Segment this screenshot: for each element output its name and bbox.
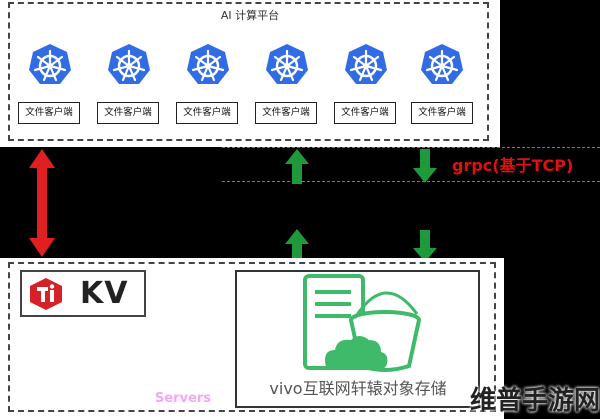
network-boundary-line	[222, 181, 600, 182]
kubernetes-icon	[27, 42, 73, 88]
ai-platform-boundary	[8, 2, 489, 141]
object-storage-illustration	[303, 274, 421, 372]
tikv-logo-icon	[30, 278, 62, 310]
file-client-box: 文件客户端	[334, 102, 396, 124]
file-client-box: 文件客户端	[18, 102, 80, 124]
file-client-box: 文件客户端	[176, 102, 238, 124]
download-arrow-upper	[413, 149, 437, 183]
file-client-box: 文件客户端	[97, 102, 159, 124]
servers-label: Servers	[155, 391, 212, 406]
upload-arrow-lower	[285, 229, 309, 264]
kubernetes-icon	[185, 42, 231, 88]
storage-cluster-boundary	[8, 262, 496, 412]
tikv-text: KV	[80, 276, 129, 311]
file-client-box: 文件客户端	[255, 102, 317, 124]
upload-arrow-upper	[285, 149, 309, 184]
kubernetes-icon	[343, 42, 389, 88]
bidirectional-red-arrow	[29, 149, 55, 257]
cloud-icon	[325, 336, 388, 370]
watermark: 维普手游网	[470, 386, 600, 416]
file-client-box: 文件客户端	[411, 102, 473, 124]
tikv-logo: KV	[20, 270, 146, 317]
kubernetes-icon	[419, 42, 465, 88]
network-boundary-line	[222, 147, 600, 148]
object-storage-label: vivo互联网轩辕对象存储	[269, 379, 447, 398]
download-arrow-lower	[413, 230, 437, 262]
protocol-label: grpc(基于TCP)	[452, 156, 574, 175]
ai-platform-title: AI 计算平台	[220, 9, 280, 22]
kubernetes-icon	[264, 42, 310, 88]
kubernetes-icon	[106, 42, 152, 88]
